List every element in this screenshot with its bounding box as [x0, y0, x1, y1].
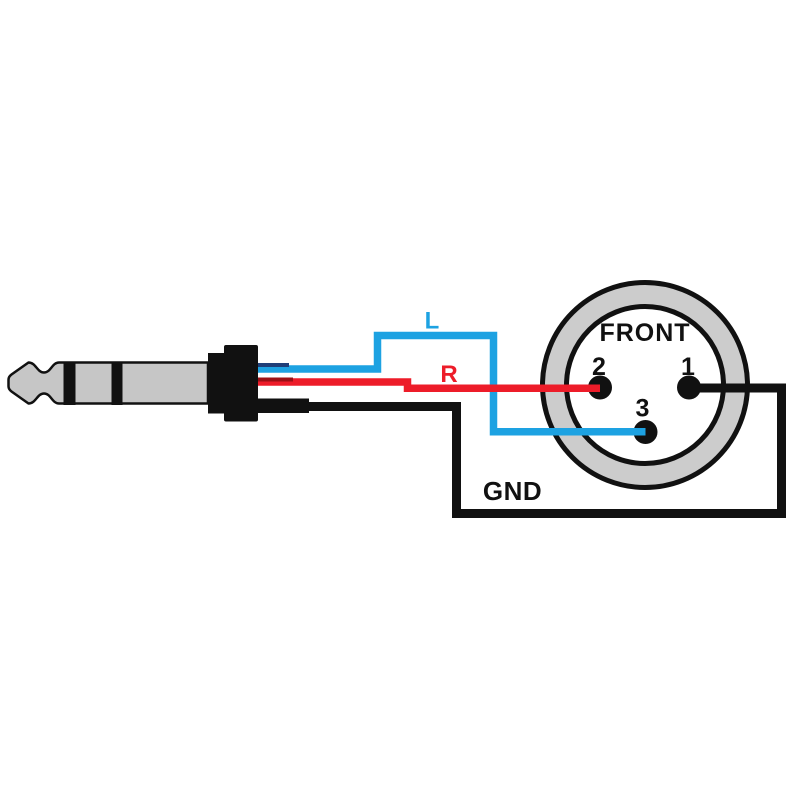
xlr-pin-1-label: 1: [681, 353, 695, 381]
trs-insulator-ring-2: [111, 361, 123, 405]
left-channel-label: L: [425, 308, 440, 335]
ground-label: GND: [483, 476, 542, 506]
xlr-front-label: FRONT: [599, 319, 690, 347]
ground-wire: [255, 383, 786, 518]
right-channel-label: R: [440, 361, 457, 388]
right-channel-wire: [257, 377, 600, 393]
trs-plug: [7, 345, 258, 422]
xlr-pin-2-label: 2: [592, 353, 606, 381]
xlr-pin-3-label: 3: [636, 395, 650, 423]
trs-collar-large: [224, 345, 258, 422]
trs-collar-small: [208, 353, 225, 414]
left-channel-wire: [257, 331, 646, 436]
left-wire-path: [257, 331, 646, 436]
trs-plug-metal-body: [7, 361, 210, 405]
ground-wire-path: [257, 383, 786, 518]
trs-insulator-ring-1: [63, 361, 76, 405]
right-wire-path: [257, 378, 600, 393]
